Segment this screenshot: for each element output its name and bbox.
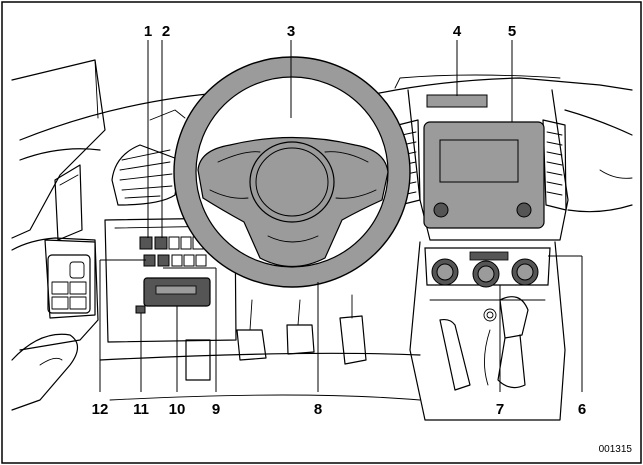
callout-5: 5 [508,23,516,40]
multi-function-display [426,94,488,108]
steering-wheel [173,56,411,288]
callout-1: 1 [144,23,152,40]
callout-3: 3 [287,23,295,40]
callout-12: 12 [92,401,109,418]
callout-9: 9 [212,401,220,418]
callout-2: 2 [162,23,170,40]
callout-4: 4 [453,23,462,40]
small-switch [135,305,146,314]
callout-6: 6 [578,401,586,418]
callout-8: 8 [314,401,322,418]
climate-control-dials [431,258,539,288]
switch-bank [139,236,207,267]
callout-7: 7 [496,401,504,418]
callout-10: 10 [169,401,186,418]
figure-id: 001315 [599,444,633,455]
lower-panel [143,277,211,307]
callout-labels: 1 2 3 4 5 6 7 8 9 10 11 12 [92,23,587,418]
center-infotainment-display [423,121,545,229]
callout-11: 11 [133,401,149,418]
leader-lines [99,40,583,392]
